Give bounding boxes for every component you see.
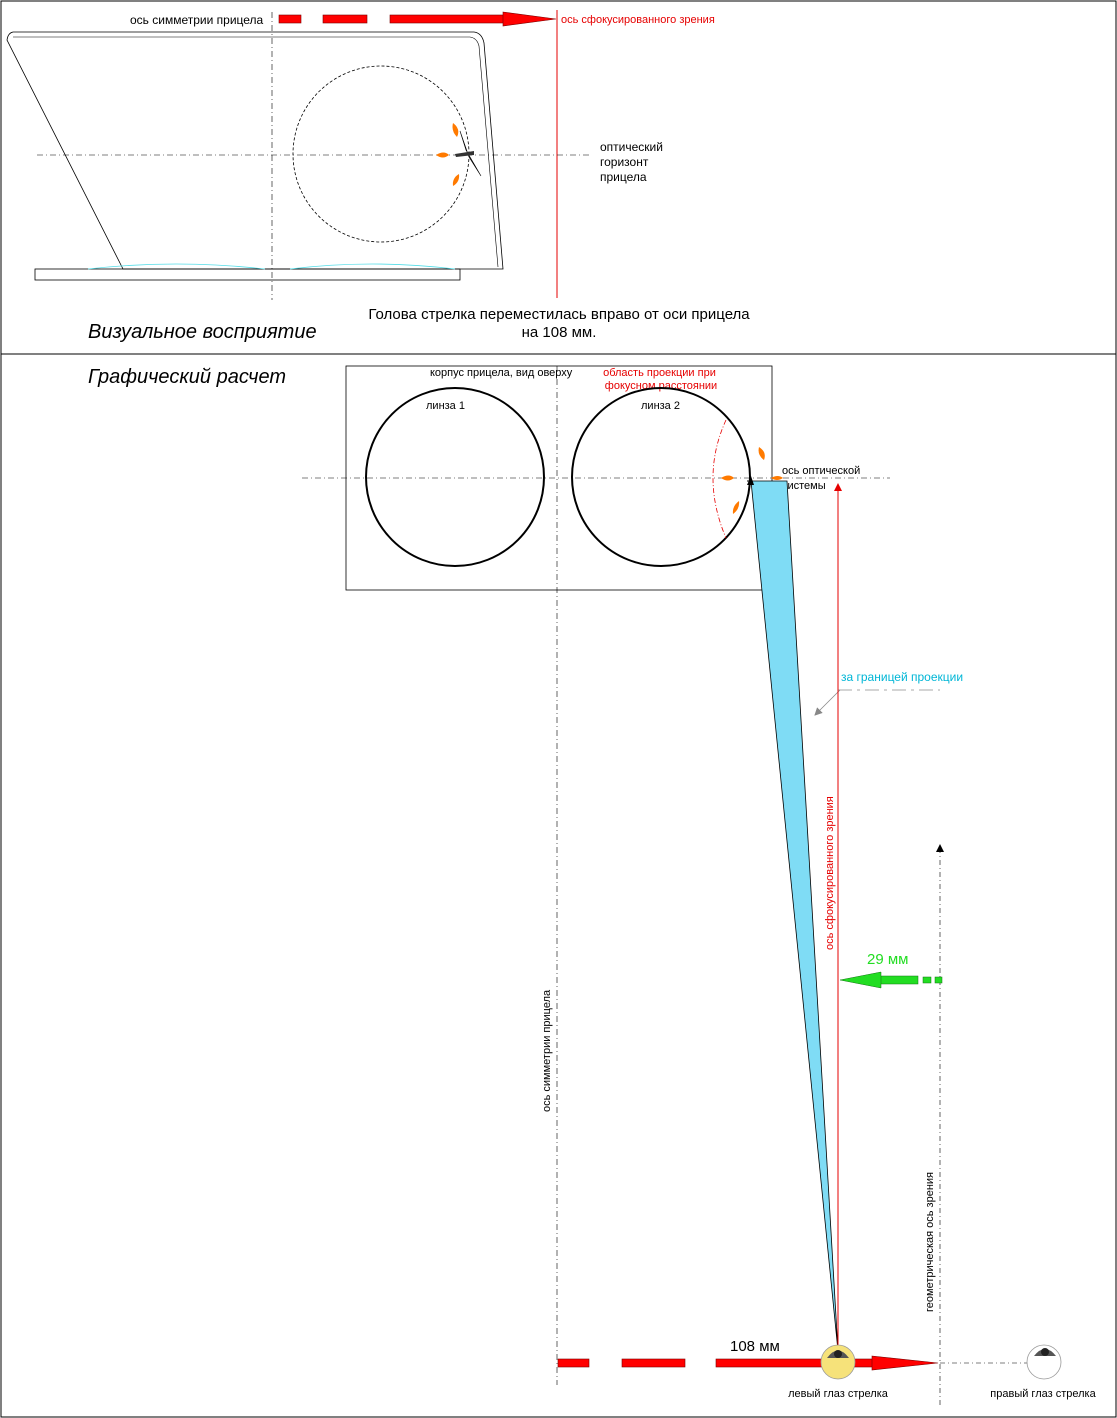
arrow-up-icon	[747, 476, 754, 485]
lens-1	[365, 387, 545, 567]
arrow-right-icon	[502, 11, 557, 27]
lens-arc-2	[289, 263, 456, 270]
right-eye	[1026, 1344, 1062, 1380]
top-symmetry-axis-label: ось симметрии прицела	[130, 13, 264, 27]
caption-line-1: Голова стрелка переместилась вправо от о…	[368, 306, 750, 323]
scope-side-view	[6, 31, 504, 270]
offset-29mm-label: 29 мм	[867, 951, 908, 968]
projection-arc	[712, 419, 727, 539]
optical-axis-label: ось оптической системы	[782, 465, 863, 492]
focused-vision-axis-label: ось сфокусированного зрения	[824, 796, 836, 950]
scope-base-plate	[34, 268, 461, 281]
top-section-title: Визуальное восприятие	[88, 321, 317, 343]
offset-108mm-label: 108 мм	[730, 1338, 780, 1355]
reticle-icon	[436, 123, 482, 186]
offset-108mm-arrow	[557, 1355, 939, 1371]
beyond-projection-pointer	[814, 689, 841, 716]
offset-29mm-arrow	[839, 971, 943, 989]
eye-icon	[820, 1344, 856, 1380]
lens-1-label: линза 1	[426, 400, 465, 412]
arrow-left-icon	[839, 971, 882, 989]
caption-line-2: на 108 мм.	[522, 324, 597, 341]
optical-horizon-label: оптический горизонт прицела	[600, 140, 666, 184]
bottom-panel: Графический расчет корпус прицела, вид о…	[88, 365, 1097, 1405]
projection-area-label: область проекции при фокусном расстоянии	[603, 367, 719, 392]
lens-2	[571, 387, 751, 567]
left-eye-label: левый глаз стрелка	[788, 1388, 889, 1400]
scope-body-label: корпус прицела, вид оверху	[430, 367, 573, 379]
top-focused-axis-label: ось сфокусированного зрения	[561, 14, 715, 26]
projection-wedge	[750, 480, 839, 1352]
beyond-projection-label: за границей проекции	[841, 670, 963, 684]
bottom-section-title: Графический расчет	[88, 366, 286, 388]
lens-2-label: линза 2	[641, 400, 680, 412]
right-eye-label: правый глаз стрелка	[990, 1388, 1096, 1400]
lens-arc-1	[87, 263, 266, 270]
geometric-vision-axis-label: геометрическая ось зрения	[924, 1172, 936, 1312]
top-panel: ось симметрии прицела ось сфокусированно…	[6, 10, 750, 343]
scope-symmetry-axis-label: ось симметрии прицела	[541, 989, 553, 1112]
top-red-dashed-arrow	[278, 11, 557, 27]
